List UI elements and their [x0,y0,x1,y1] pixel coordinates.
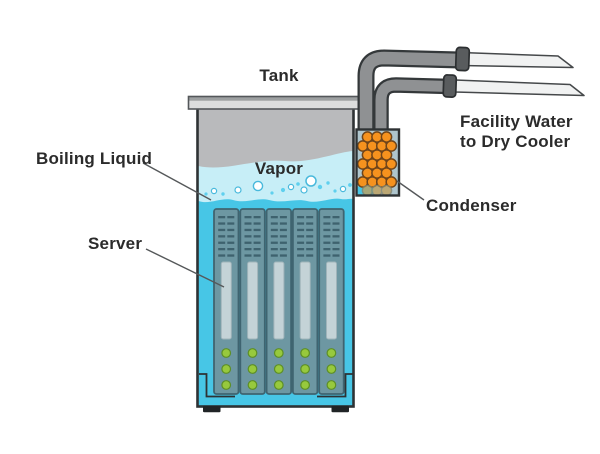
server-label: Server [88,234,143,253]
leader-server [145,248,225,288]
condenser-label: Condenser [426,196,517,215]
boiling-liquid-label: Boiling Liquid [36,149,153,168]
condenser-box [355,128,401,197]
server-blade-4 [291,208,319,395]
pipe-lower-outlet [454,79,585,97]
server-blade-5 [318,208,345,395]
pipe-upper [357,46,574,133]
facility-water-line2: to Dry Cooler [460,132,571,152]
condenser-tubes [356,131,398,188]
tank-label: Tank [259,66,299,85]
facility-water-line1: Facility Water [460,112,573,131]
server-group [213,208,345,395]
server-blade-2 [239,208,266,395]
condenser-tubes-submerged [361,184,393,197]
tank-feet [203,405,349,413]
tank-inner-contour [199,373,353,398]
pipe-upper-outlet [460,51,574,69]
pipe-lower-coupling [442,74,458,98]
pipe-upper-coupling [454,46,471,72]
tank-rim [187,95,360,110]
leader-condenser [396,180,425,201]
pipe-lower [373,74,585,133]
server-blade-1 [213,208,240,395]
leader-boiling-liquid [142,162,212,201]
facility-water-label: Facility Water to Dry Cooler [460,112,573,152]
server-blade-3 [265,208,293,395]
vapor-region [198,151,353,212]
bubbles [204,175,352,196]
leader-lines [142,162,425,288]
vapor-label: Vapor [254,159,304,178]
